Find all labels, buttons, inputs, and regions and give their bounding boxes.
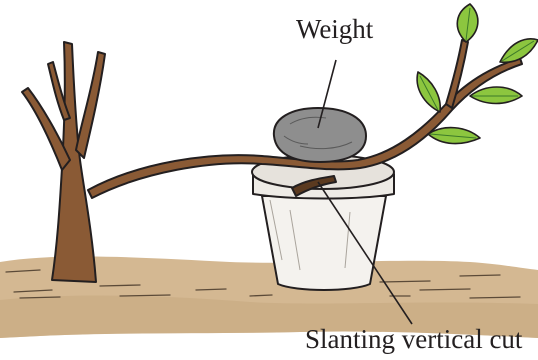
- stone-icon: [274, 108, 366, 162]
- pot-body: [262, 196, 386, 290]
- leaf-top: [457, 4, 478, 42]
- right-branch: [76, 52, 105, 158]
- slanting-cut-label: Slanting vertical cut: [305, 324, 522, 355]
- weight-stone: [274, 108, 366, 162]
- weight-label: Weight: [296, 14, 373, 45]
- leaf-right-mid: [470, 87, 522, 104]
